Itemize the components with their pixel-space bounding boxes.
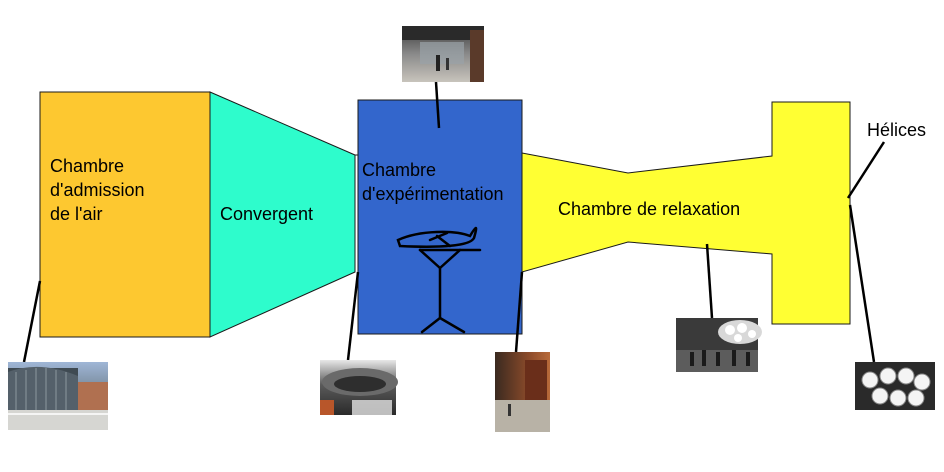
- convergent-section: [209, 91, 356, 338]
- callout-line-test-top: [434, 81, 441, 129]
- relaxation-chamber: [521, 101, 851, 325]
- test-section-label-line-2: d'expérimentation: [362, 184, 504, 204]
- intake-building-photo: [8, 362, 108, 430]
- callout-lines: [22, 81, 886, 363]
- test-section-label: Chambre d'expérimentation: [362, 158, 504, 206]
- relaxation-chamber-photo: [676, 318, 762, 372]
- airplane-model-icon: [396, 226, 482, 334]
- test-section-side-photo: [495, 352, 550, 432]
- callout-line-convergent: [346, 271, 360, 361]
- callout-line-propellers-photo: [848, 204, 876, 363]
- propellers-photo: [855, 362, 935, 410]
- callout-line-relaxation: [705, 243, 714, 319]
- callout-line-intake: [22, 280, 42, 363]
- test-section-photo: [402, 26, 484, 82]
- callout-line-propellers-label: [846, 141, 886, 199]
- intake-label-line-2: d'admission: [50, 180, 145, 200]
- relaxation-chamber-label: Chambre de relaxation: [558, 199, 741, 219]
- convergent-interior-photo: [320, 360, 398, 415]
- intake-label-line-3: de l'air: [50, 204, 103, 224]
- intake-chamber-label: Chambre d'admission de l'air: [50, 154, 144, 226]
- intake-label-line-1: Chambre: [50, 156, 125, 176]
- propellers-label: Hélices: [867, 120, 927, 140]
- convergent-label: Convergent: [220, 204, 314, 224]
- intake-chamber: [39, 91, 211, 338]
- callout-line-test-side: [514, 271, 524, 353]
- test-section-label-line-1: Chambre: [362, 160, 437, 180]
